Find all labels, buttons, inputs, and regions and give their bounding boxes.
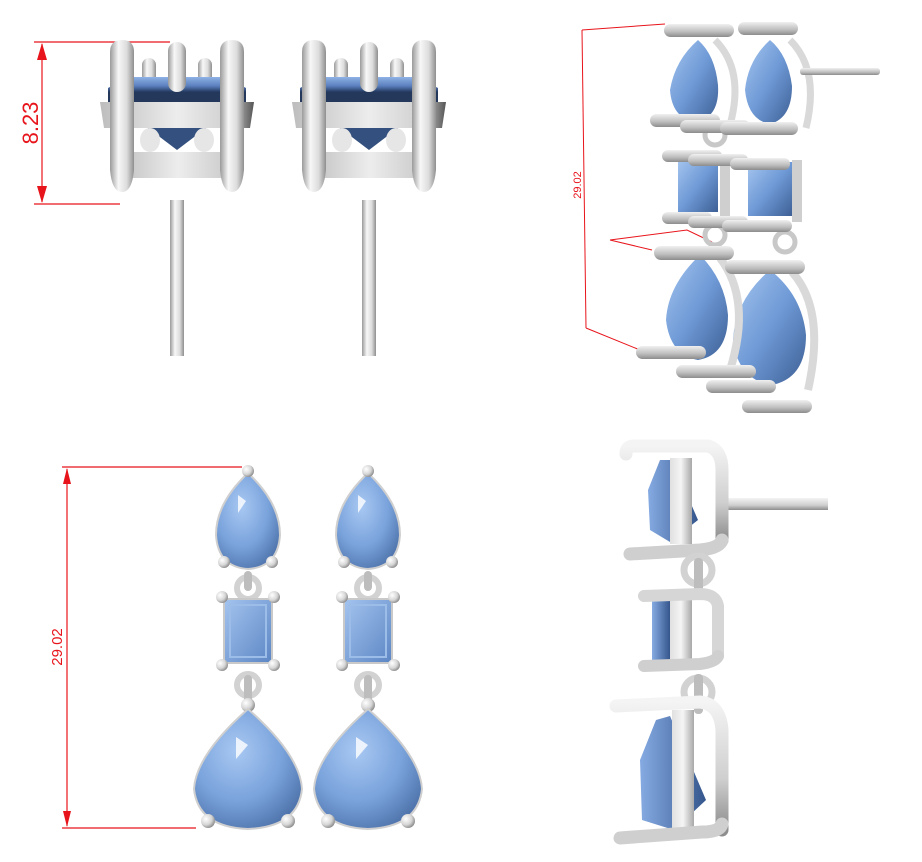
front-top-view: 8.23 bbox=[0, 30, 470, 360]
dimension-29-02-perspective: 29.02 bbox=[572, 23, 713, 351]
earring-perspective bbox=[636, 22, 880, 413]
side-view bbox=[590, 430, 840, 850]
perspective-view: 29.02 bbox=[570, 10, 890, 420]
dimension-8-23: 8.23 bbox=[18, 41, 170, 205]
front-view: 29.02 bbox=[40, 455, 440, 850]
dimension-29-02-front: 29.02 bbox=[49, 466, 242, 829]
drop-earring-left bbox=[192, 465, 304, 831]
dimension-label: 29.02 bbox=[572, 171, 584, 199]
dimension-label: 8.23 bbox=[18, 102, 43, 145]
stud-earring-left bbox=[100, 40, 254, 356]
stud-earring-right bbox=[292, 40, 446, 356]
drop-earring-right bbox=[312, 465, 424, 831]
dimension-label: 29.02 bbox=[49, 628, 66, 666]
earring-side bbox=[609, 439, 828, 845]
